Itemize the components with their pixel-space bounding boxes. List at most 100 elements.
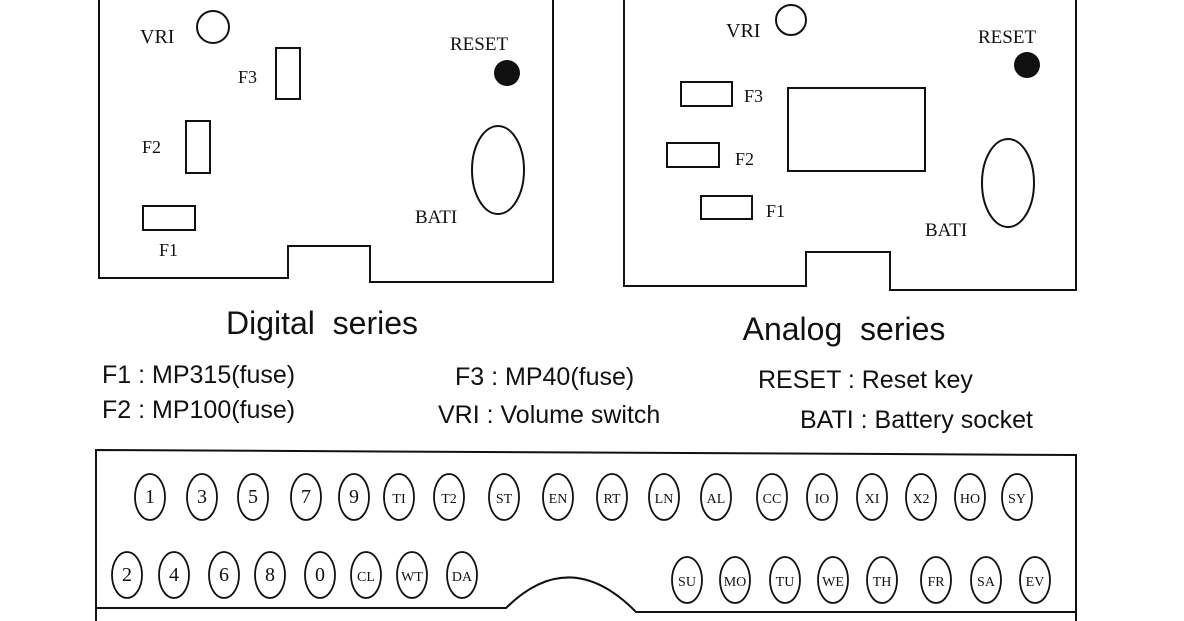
legend-bati: BATI : Battery socket: [800, 406, 1033, 434]
keypad-key[interactable]: FR: [920, 556, 952, 604]
legend-f2: F2 : MP100(fuse): [102, 396, 295, 424]
digital-bat-label: BATI: [415, 207, 457, 228]
keypad-key-shape: [920, 556, 952, 604]
keypad-key-label: WT: [401, 570, 423, 585]
keypad-key-shape: [383, 473, 415, 521]
analog-fuse-f3: [680, 81, 733, 107]
keypad-key[interactable]: CC: [756, 473, 788, 521]
keypad-key[interactable]: 7: [290, 473, 322, 521]
keypad-key-label: T2: [441, 492, 457, 507]
analog-fuse-f2: [666, 142, 720, 168]
analog-f1-label: F1: [766, 201, 785, 221]
keypad-key-shape: [433, 473, 465, 521]
keypad-key-shape: [290, 473, 322, 521]
keypad-key[interactable]: CL: [350, 551, 382, 599]
keypad-key-shape: [488, 473, 520, 521]
digital-f1-label: F1: [159, 240, 178, 260]
keypad-key[interactable]: 2: [111, 551, 143, 599]
legend: F1 : MP315(fuse) F2 : MP100(fuse) F3 : M…: [102, 361, 1033, 434]
keypad-key[interactable]: 1: [134, 473, 166, 521]
keypad-key-label: 4: [169, 564, 179, 586]
keypad-key-label: SA: [977, 575, 996, 590]
analog-board-outline: [623, 0, 1077, 291]
keypad-key-shape: [769, 556, 801, 604]
keypad-key[interactable]: 6: [208, 551, 240, 599]
keypad-key-label: EN: [549, 492, 568, 507]
keypad-key-label: DA: [452, 570, 473, 585]
keypad-key[interactable]: EN: [542, 473, 574, 521]
keypad-key[interactable]: SA: [970, 556, 1002, 604]
keypad-key[interactable]: XI: [856, 473, 888, 521]
keypad-key-label: 9: [349, 486, 359, 508]
digital-f3-label: F3: [238, 67, 257, 87]
keypad-key[interactable]: TI: [383, 473, 415, 521]
keypad-key-label: X2: [912, 492, 929, 507]
keypad-key-label: ST: [496, 492, 513, 507]
keypad-key[interactable]: SY: [1001, 473, 1033, 521]
keypad-key-shape: [756, 473, 788, 521]
keypad-key-shape: [1019, 556, 1051, 604]
keypad-key[interactable]: HO: [954, 473, 986, 521]
keypad-key[interactable]: 8: [254, 551, 286, 599]
keypad-key-label: SU: [678, 575, 696, 590]
keypad-key-shape: [350, 551, 382, 599]
keypad-key[interactable]: MO: [719, 556, 751, 604]
keypad-key-label: TI: [392, 492, 406, 507]
keypad-key-label: 6: [219, 564, 229, 586]
keypad-key[interactable]: IO: [806, 473, 838, 521]
keypad-key-shape: [866, 556, 898, 604]
keypad-key-label: WE: [822, 575, 844, 590]
digital-battery-socket: [471, 125, 525, 215]
legend-f3: F3 : MP40(fuse): [455, 363, 634, 391]
keypad-key[interactable]: EV: [1019, 556, 1051, 604]
keypad-key[interactable]: RT: [596, 473, 628, 521]
keypad-key-shape: [111, 551, 143, 599]
analog-fuse-f1: [700, 195, 753, 220]
digital-fuse-f1: [142, 205, 196, 231]
keypad-key[interactable]: 3: [186, 473, 218, 521]
keypad-key[interactable]: AL: [700, 473, 732, 521]
keypad-key[interactable]: 4: [158, 551, 190, 599]
keypad-key-shape: [954, 473, 986, 521]
keypad-key[interactable]: T2: [433, 473, 465, 521]
keypad-key[interactable]: LN: [648, 473, 680, 521]
keypad-key-label: AL: [707, 492, 726, 507]
keypad-bottom-edge: [96, 576, 1076, 613]
keypad-key[interactable]: SU: [671, 556, 703, 604]
analog-bat-label: BATI: [925, 220, 967, 241]
keypad-key-label: HO: [960, 492, 980, 507]
keypad-key-label: TU: [776, 575, 795, 590]
digital-f2-label: F2: [142, 137, 161, 157]
keypad-key-shape: [970, 556, 1002, 604]
keypad-key[interactable]: TU: [769, 556, 801, 604]
keypad-key-label: 3: [197, 486, 207, 508]
keypad-key[interactable]: TH: [866, 556, 898, 604]
keypad-key-shape: [671, 556, 703, 604]
legend-vri: VRI : Volume switch: [438, 401, 660, 429]
digital-fuse-f3: [275, 47, 301, 100]
keypad-key[interactable]: WT: [396, 551, 428, 599]
keypad-key[interactable]: X2: [905, 473, 937, 521]
legend-f1: F1 : MP315(fuse): [102, 361, 295, 389]
digital-volume-knob: [196, 10, 230, 44]
analog-series-caption: Analog series: [743, 311, 946, 347]
analog-f2-label: F2: [735, 149, 754, 169]
digital-reset-button: [494, 60, 520, 86]
keypad-key-label: RT: [603, 492, 620, 507]
legend-reset: RESET : Reset key: [758, 366, 973, 394]
keypad-key-label: TH: [873, 575, 892, 590]
keypad-key[interactable]: 0: [304, 551, 336, 599]
keypad-key-label: XI: [865, 492, 880, 507]
keypad-key[interactable]: 5: [237, 473, 269, 521]
keypad-key-shape: [237, 473, 269, 521]
analog-f3-label: F3: [744, 86, 763, 106]
keypad-key[interactable]: WE: [817, 556, 849, 604]
keypad-key[interactable]: DA: [446, 551, 478, 599]
analog-volume-knob: [775, 4, 807, 36]
keypad-key[interactable]: ST: [488, 473, 520, 521]
keypad-key[interactable]: 9: [338, 473, 370, 521]
analog-display-window: [787, 87, 926, 172]
keypad-key-shape: [304, 551, 336, 599]
